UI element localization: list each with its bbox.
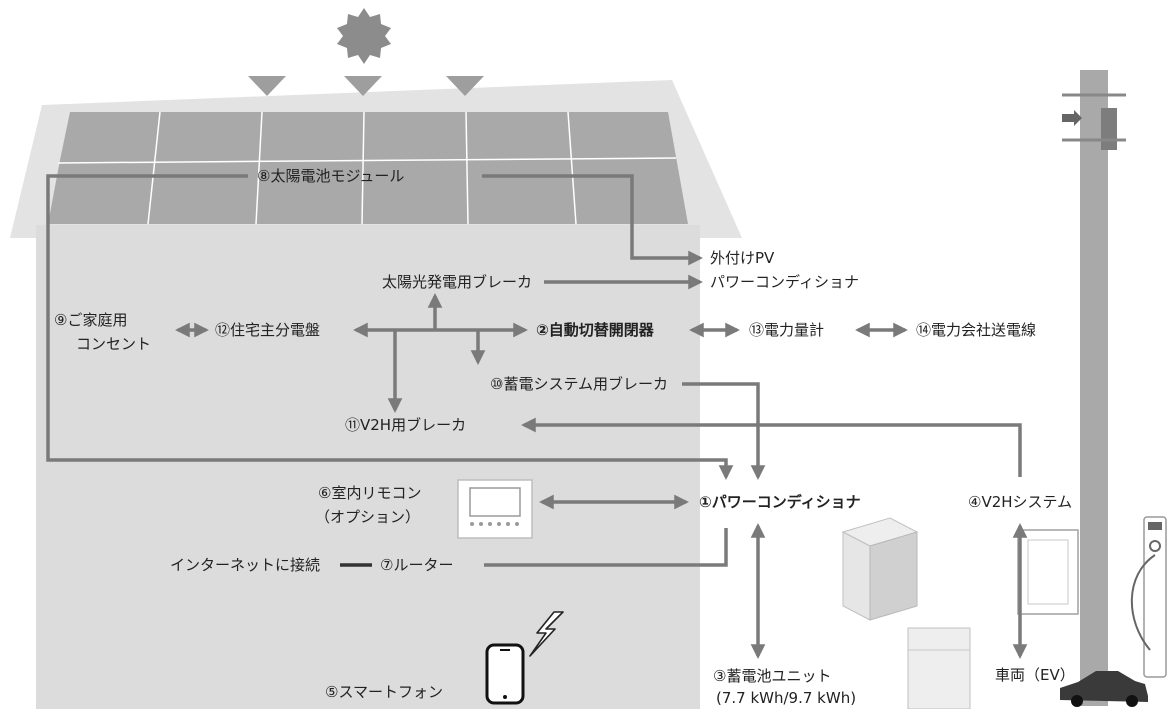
label-v2h-system: ④V2Hシステム <box>968 493 1073 511</box>
label-battery-line1: ③蓄電池ユニット <box>713 667 832 685</box>
house-wall <box>36 225 700 709</box>
power-conditioner-unit-icon <box>841 517 919 621</box>
arrow-storage-breaker-to-pc <box>682 382 766 480</box>
arrow-module-to-external-pv <box>482 174 703 266</box>
label-external-pv-line2: パワーコンディショナ <box>710 273 859 291</box>
car-icon <box>1060 671 1148 707</box>
label-internet: インターネットに接続 <box>170 556 321 574</box>
sun-icon <box>337 8 391 64</box>
label-power-line: ⑭電力会社送電線 <box>916 321 1037 339</box>
label-battery-line2: (7.7 kWh/9.7 kWh) <box>716 689 857 707</box>
smartphone-icon <box>485 643 525 705</box>
sunlight-arrows <box>248 76 484 96</box>
label-solar-module: ⑧太陽電池モジュール <box>257 167 405 185</box>
label-remote-line1: ⑥室内リモコン <box>318 484 422 502</box>
v2h-charger-icon <box>1017 516 1167 678</box>
label-router: ⑦ルーター <box>380 556 454 574</box>
wireless-signal-icon <box>529 611 564 657</box>
arrow-pc-router <box>484 528 728 567</box>
remote-control-icon <box>457 479 533 539</box>
label-v2h-breaker: ⑪V2H用ブレーカ <box>345 416 467 434</box>
connection-arrows <box>46 174 1028 659</box>
label-storage-breaker: ⑩蓄電システム用ブレーカ <box>490 375 668 393</box>
battery-unit-icon <box>907 627 971 709</box>
label-remote-line2: （オプション） <box>315 508 421 526</box>
label-external-pv-line1: 外付けPV <box>710 249 775 267</box>
solar-panel <box>48 112 688 224</box>
label-pv-breaker: 太陽光発電用ブレーカ <box>382 273 533 291</box>
label-auto-switch: ②自動切替開閉器 <box>536 321 654 339</box>
label-smartphone: ⑤スマートフォン <box>325 683 443 701</box>
utility-pole-icon <box>1062 70 1126 706</box>
label-main-panel: ⑫住宅主分電盤 <box>215 321 321 339</box>
label-power-conditioner: ①パワーコンディショナ <box>699 493 861 511</box>
arrow-module-to-pc <box>46 174 734 480</box>
label-outlet-line1: ⑨ご家庭用 <box>54 311 128 329</box>
label-vehicle: 車両（EV） <box>995 666 1075 684</box>
arrow-v2h-to-breaker <box>521 417 1022 477</box>
solar-panel-grid <box>57 111 677 225</box>
label-meter: ⑬電力量計 <box>749 321 825 339</box>
label-outlet-line2: コンセント <box>76 335 152 353</box>
